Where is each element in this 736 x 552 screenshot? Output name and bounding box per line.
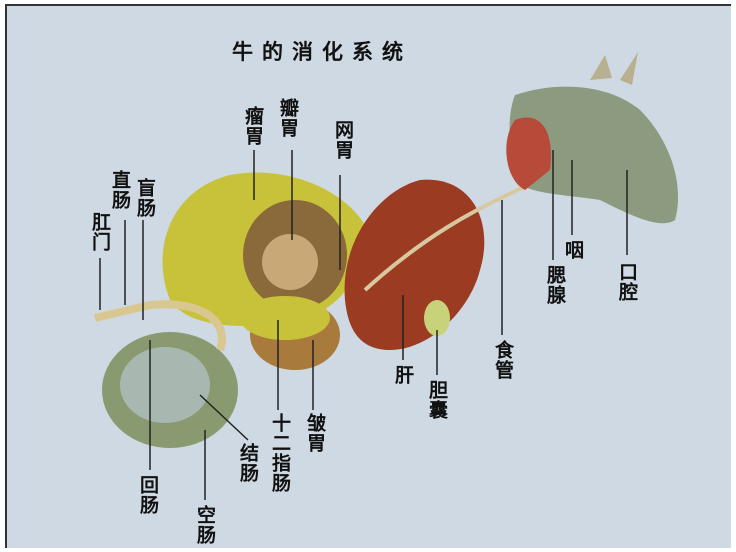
omasum	[243, 200, 347, 310]
label-mouth: 口腔	[616, 262, 638, 302]
intestines	[94, 300, 238, 448]
leader-lines	[99, 150, 628, 500]
label-anus: 肛门	[89, 212, 111, 252]
label-gallbladder: 胆囊	[426, 380, 448, 420]
label-pharynx: 咽	[562, 240, 584, 260]
esophagus-tube	[363, 178, 541, 292]
label-colon: 结肠	[237, 443, 259, 483]
label-omasum: 瓣胃	[277, 98, 299, 138]
liver	[344, 179, 485, 350]
label-abomasum: 皱胃	[304, 413, 326, 453]
gallbladder	[424, 300, 450, 336]
label-parotid: 腮腺	[544, 265, 566, 305]
label-rectum: 直肠	[109, 170, 131, 210]
label-reticulum: 网胃	[332, 120, 354, 160]
label-jejunum: 空肠	[194, 505, 216, 545]
label-esophagus: 食管	[492, 340, 514, 380]
label-rumen: 瘤胃	[242, 106, 264, 146]
label-cecum: 盲肠	[134, 178, 156, 218]
page-title: 牛的消化系统	[232, 40, 412, 64]
label-ileum: 回肠	[137, 475, 159, 515]
label-duodenum: 十二指肠	[269, 413, 291, 493]
label-liver: 肝	[392, 365, 414, 385]
abomasum	[240, 296, 340, 370]
cow-head	[506, 52, 679, 224]
